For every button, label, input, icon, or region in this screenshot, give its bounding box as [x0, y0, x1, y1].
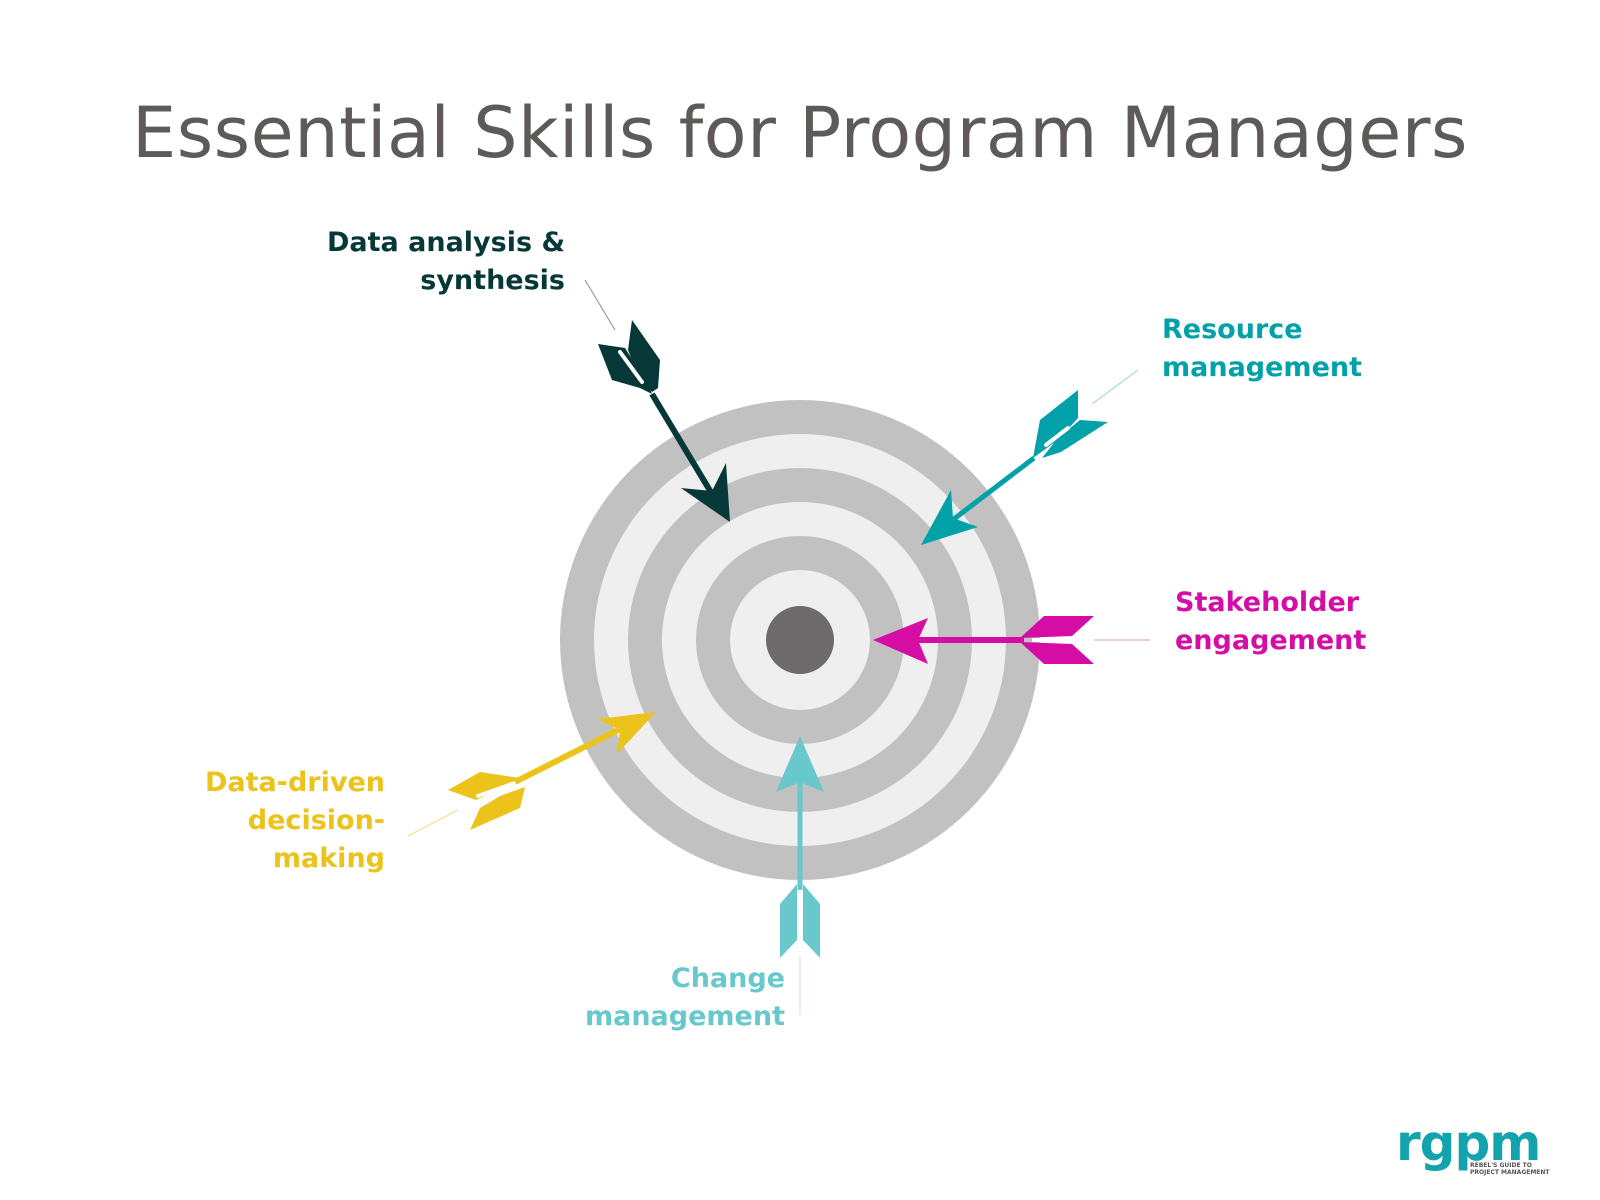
target-icon: [560, 400, 1040, 880]
logo-subtitle: REBEL'S GUIDE TO PROJECT MANAGEMENT: [1470, 1162, 1550, 1176]
label-line: Change: [670, 963, 785, 994]
label-line: Data analysis &: [326, 227, 565, 258]
logo-subtitle-line: PROJECT MANAGEMENT: [1470, 1169, 1550, 1176]
arrow-icon-stakeholder: [873, 616, 1094, 664]
leader-line-resource: [1091, 369, 1139, 405]
arrow-icon-data-analysis: [598, 320, 730, 522]
logo-subtitle-line: REBEL'S GUIDE TO: [1470, 1162, 1532, 1169]
label-line: synthesis: [420, 265, 565, 296]
label-line: management: [584, 1001, 785, 1032]
bullseye: [766, 606, 834, 674]
label-line: Data-driven: [205, 767, 385, 798]
label-line: making: [272, 843, 385, 874]
label-line: Resource: [1162, 314, 1303, 345]
arrow-icon-data-driven: [448, 712, 656, 830]
label-resource-management: Resource management: [1162, 311, 1442, 387]
leader-line-data-analysis: [584, 279, 616, 331]
label-line: engagement: [1175, 625, 1367, 656]
label-line: management: [1162, 352, 1363, 383]
label-stakeholder-engagement: Stakeholder engagement: [1175, 584, 1455, 660]
leader-line-data-driven: [407, 809, 459, 837]
arrow-icon-resource: [921, 390, 1108, 545]
rgpm-logo: rgpm: [1396, 1114, 1541, 1172]
label-line: Stakeholder: [1175, 587, 1360, 618]
label-data-analysis: Data analysis & synthesis: [280, 224, 565, 300]
label-data-driven: Data-driven decision- making: [140, 764, 385, 878]
page-title: Essential Skills for Program Managers: [131, 92, 1469, 174]
arrow-icon-change: [776, 736, 824, 958]
label-line: decision-: [247, 805, 385, 836]
label-change-management: Change management: [520, 960, 785, 1036]
